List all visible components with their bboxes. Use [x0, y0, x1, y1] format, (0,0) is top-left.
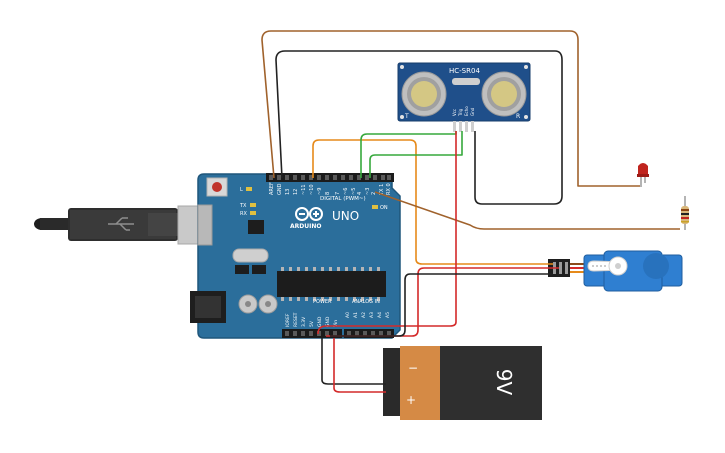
digital-pin-labels: AREF GND 13 12 ~11 ~10 ~9 8 7 ~6 ~5 4 ~3… — [269, 182, 392, 196]
pin-label-3v3: 3.3V — [301, 316, 307, 327]
pin-label-a0: A0 — [345, 312, 351, 318]
pin-label-a1: A1 — [353, 312, 359, 318]
sensor-r-label: R — [516, 113, 520, 120]
analog-header-label: ANALOG IN — [352, 299, 380, 305]
wire-brown-top[interactable] — [261, 30, 640, 187]
wire-orange-servo-signal[interactable] — [312, 139, 553, 265]
pin-label-8: 8 — [325, 192, 331, 195]
atmega-chip — [277, 271, 386, 297]
wire-red-battery-positive[interactable] — [333, 338, 386, 393]
wire-black-sensor-gnd[interactable] — [275, 50, 563, 205]
usb-icon — [108, 217, 134, 231]
sensor-t-label: T — [404, 113, 409, 120]
pin-label-reset: RESET — [293, 312, 299, 327]
pin-label-12: 12 — [293, 189, 299, 195]
crystal-oscillator — [232, 248, 269, 263]
pin-label-2: 2 — [371, 192, 377, 195]
pin-label-7: 7 — [335, 192, 341, 195]
l-led — [246, 187, 252, 191]
servo-motor[interactable] — [548, 250, 683, 292]
usb-cable[interactable] — [34, 205, 212, 245]
wire-black-battery-negative[interactable] — [321, 338, 386, 385]
usb-chip — [248, 220, 264, 234]
wires — [261, 30, 680, 393]
tx-led-label: TX — [239, 203, 247, 209]
sensor-pin-gnd: Gnd — [470, 107, 475, 116]
pin-label-10: ~10 — [309, 184, 315, 195]
analog-header[interactable] — [344, 329, 394, 338]
analog-pin-labels: A0 A1 A2 A3 A4 A5 — [345, 312, 391, 318]
servo-horn[interactable] — [587, 256, 628, 276]
pin-label-9: ~9 — [317, 188, 323, 195]
pin-label-6: ~6 — [343, 188, 349, 195]
wire-red-sensor-vcc[interactable] — [317, 131, 457, 335]
voltage-regulator-2 — [252, 265, 266, 274]
pin-label-5: ~5 — [351, 188, 357, 195]
power-pin-labels: IOREF RESET 3.3V 5V GND GND Vin — [285, 312, 339, 327]
transmitter-transducer — [401, 71, 447, 117]
sensor-pin-vcc: Vcc — [452, 109, 457, 116]
pin-label-3: ~3 — [365, 188, 371, 195]
pin-label-ioref: IOREF — [285, 313, 291, 327]
reset-button-cap[interactable] — [212, 182, 222, 192]
pin-label-tx1: TX 1 — [379, 184, 385, 196]
wire-green-echo[interactable] — [369, 131, 463, 178]
wire-black-servo-gnd[interactable] — [330, 273, 553, 337]
battery-voltage-label: 9V — [492, 369, 516, 396]
resistor[interactable] — [681, 196, 689, 230]
wire-red-servo-vcc[interactable] — [326, 267, 559, 337]
red-led[interactable] — [637, 163, 649, 187]
sensor-pin-header[interactable] — [453, 121, 474, 132]
usb-b-jack — [197, 204, 213, 246]
arduino-model-text: UNO — [332, 209, 359, 223]
sensor-pin-echo: Echo — [464, 106, 469, 116]
rx-led-label: RX — [240, 211, 247, 217]
pin-label-a2: A2 — [361, 312, 367, 318]
9v-battery[interactable]: − + 9V — [383, 346, 542, 420]
wire-green-trig[interactable] — [360, 131, 457, 178]
battery-plus-symbol: + — [406, 393, 416, 407]
pin-label-gnd-1: GND — [317, 316, 323, 327]
pin-label-rx0: RX 0 — [386, 183, 392, 195]
sensor-pin-labels: Vcc Trig Echo Gnd — [452, 106, 475, 117]
l-led-label: L — [240, 187, 243, 193]
digital-header[interactable] — [266, 173, 394, 182]
pin-label-a5: A5 — [385, 312, 391, 318]
arduino-logo-icon — [295, 207, 323, 221]
pin-label-5v: 5V — [309, 320, 315, 327]
arduino-uno-board[interactable]: AREF GND 13 12 ~11 ~10 ~9 8 7 ~6 ~5 4 ~3… — [190, 173, 401, 339]
hc-sr04-sensor[interactable]: HC-SR04 T R Vcc Trig Echo Gnd — [397, 62, 531, 132]
wire-brown-resistor[interactable] — [374, 191, 680, 230]
battery-minus-symbol: − — [408, 361, 418, 375]
pin-label-aref: AREF — [269, 182, 275, 195]
battery-terminal-block — [383, 348, 403, 416]
pin-label-vin: Vin — [333, 320, 339, 327]
power-header-label: POWER — [313, 299, 332, 305]
rx-led — [250, 211, 256, 215]
pin-label-a4: A4 — [377, 312, 383, 318]
sensor-pin-trig: Trig — [458, 108, 463, 117]
sensor-model-text: HC-SR04 — [449, 67, 480, 75]
pin-label-11: ~11 — [301, 184, 307, 195]
digital-header-label: DIGITAL (PWM~) — [320, 196, 366, 202]
voltage-regulator — [235, 265, 249, 274]
sensor-crystal — [452, 78, 480, 85]
pin-label-gnd: GND — [277, 183, 283, 195]
arduino-brand-text: ARDUINO — [290, 223, 321, 230]
pin-label-gnd-2: GND — [325, 316, 331, 327]
on-led — [372, 205, 378, 209]
on-led-label: ON — [380, 205, 388, 211]
pin-label-4: 4 — [357, 192, 363, 195]
pin-label-13: 13 — [285, 189, 291, 195]
receiver-transducer — [481, 71, 527, 117]
pin-label-a3: A3 — [369, 312, 375, 318]
tx-led — [250, 203, 256, 207]
